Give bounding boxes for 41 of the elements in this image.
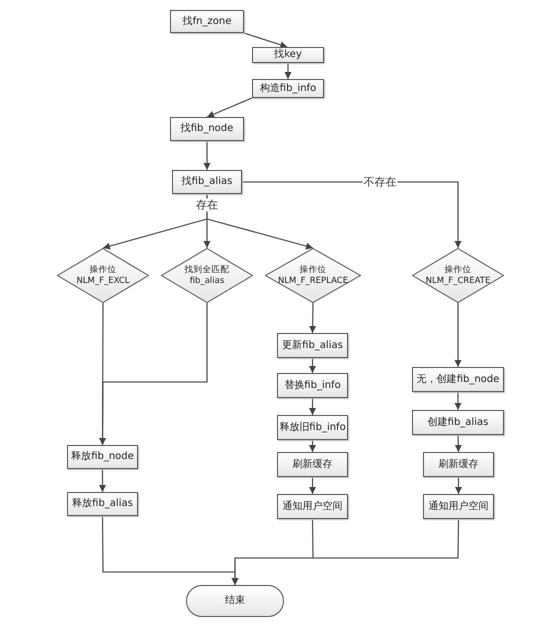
arrow — [309, 440, 316, 452]
arrow — [204, 141, 210, 170]
process-box: 更新fib_alias — [277, 333, 348, 358]
decision-diamond: 找到全匹配 fib_alias — [161, 248, 253, 303]
process-box: 找fib_node — [170, 117, 244, 141]
arrow — [242, 181, 462, 248]
arrow — [244, 32, 288, 48]
process-box: 释放旧fib_info — [277, 415, 348, 440]
terminal-shape: 结束 — [186, 585, 284, 617]
arrow — [206, 98, 252, 118]
process-box: 通知用户空间 — [277, 494, 348, 519]
process-box: 无，创建fib_node — [412, 367, 504, 392]
process-box: 通知用户空间 — [423, 494, 494, 519]
process-box: 找fn_zone — [170, 10, 244, 33]
arrow — [99, 303, 208, 445]
process-box: 刷新缓存 — [423, 452, 494, 477]
process-box: 找key — [252, 47, 324, 63]
process-box: 刷新缓存 — [277, 452, 348, 477]
decision-diamond: 操作位 NLM_F_REPLACE — [265, 248, 361, 303]
arrow — [454, 434, 462, 452]
arrow — [309, 477, 316, 494]
arrow — [309, 303, 316, 333]
arrow — [284, 63, 292, 79]
process-box: 找fib_alias — [172, 170, 242, 194]
edge-label: 存在 — [195, 198, 219, 212]
arrow — [454, 303, 462, 367]
process-box: 释放fib_alias — [67, 492, 138, 516]
decision-diamond: 操作位 NLM_F_EXCL — [57, 248, 149, 303]
arrow — [99, 469, 106, 492]
process-box: 创建fib_alias — [412, 410, 504, 435]
arrow — [309, 358, 316, 373]
arrow — [206, 194, 314, 250]
arrow — [232, 519, 460, 585]
process-box: 构造fib_info — [252, 79, 324, 98]
process-box: 释放fib_node — [67, 445, 138, 469]
arrow — [455, 477, 462, 494]
edge-label: 不存在 — [362, 176, 398, 188]
arrow — [454, 392, 462, 410]
decision-diamond: 操作位 NLM_F_CREATE — [412, 248, 504, 303]
arrow — [309, 398, 316, 415]
process-box: 替换fib_info — [277, 373, 348, 398]
